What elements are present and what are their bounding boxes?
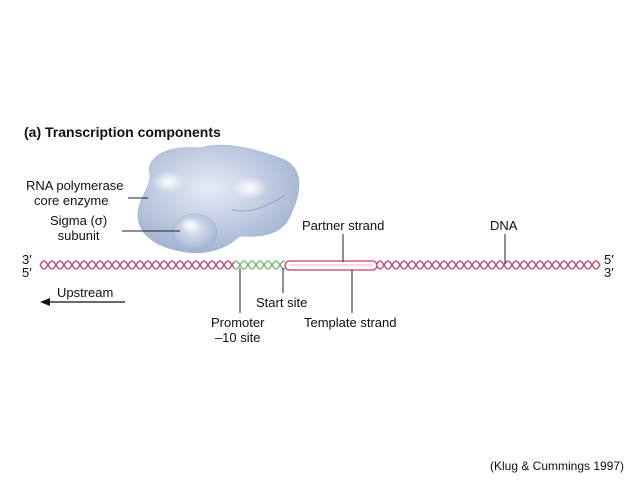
dna-strand-downstream-a [376, 260, 601, 270]
dna-helix [39, 260, 601, 270]
rna-polymerase-label-line1: RNA polymerase [26, 178, 124, 193]
source-credit: (Klug & Cummings 1997) [490, 459, 625, 473]
promoter-label-line1: Promoter [211, 315, 265, 330]
enzyme-highlight [232, 176, 268, 200]
promoter-label: Promoter –10 site [211, 315, 264, 345]
left-bottom-end-label: 5′ [22, 265, 32, 280]
template-strand-label: Template strand [304, 315, 397, 330]
sigma-label: Sigma (σ) subunit [50, 213, 107, 243]
right-bottom-end-label: 3′ [604, 265, 614, 280]
enzyme-highlight [180, 218, 200, 232]
dna-strand-promoter-b [233, 260, 286, 270]
template-strand-box [284, 260, 378, 271]
right-top-end-label: 5′ [604, 252, 614, 267]
dna-label: DNA [490, 218, 518, 233]
upstream-arrow-head [40, 298, 50, 306]
rna-polymerase-label-line2: core enzyme [34, 193, 109, 208]
diagram-title: (a) Transcription components [24, 124, 221, 140]
upstream-label: Upstream [57, 285, 114, 300]
enzyme-highlight [152, 171, 184, 193]
partner-strand-label: Partner strand [302, 218, 385, 233]
sigma-label-line2: subunit [57, 228, 100, 243]
sigma-label-line1: Sigma (σ) [50, 213, 108, 228]
enzyme-groove [231, 194, 286, 212]
start-site-label: Start site [256, 295, 308, 310]
dna-strand-downstream-b [376, 260, 601, 270]
dna-strand-promoter-a [233, 260, 286, 270]
dna-strand-upstream-b [39, 260, 235, 270]
rna-polymerase-label: RNA polymerase core enzyme [26, 178, 124, 208]
rna-polymerase-enzyme [137, 144, 300, 253]
promoter-label-line2: –10 site [214, 330, 261, 345]
left-top-end-label: 3′ [22, 252, 32, 267]
